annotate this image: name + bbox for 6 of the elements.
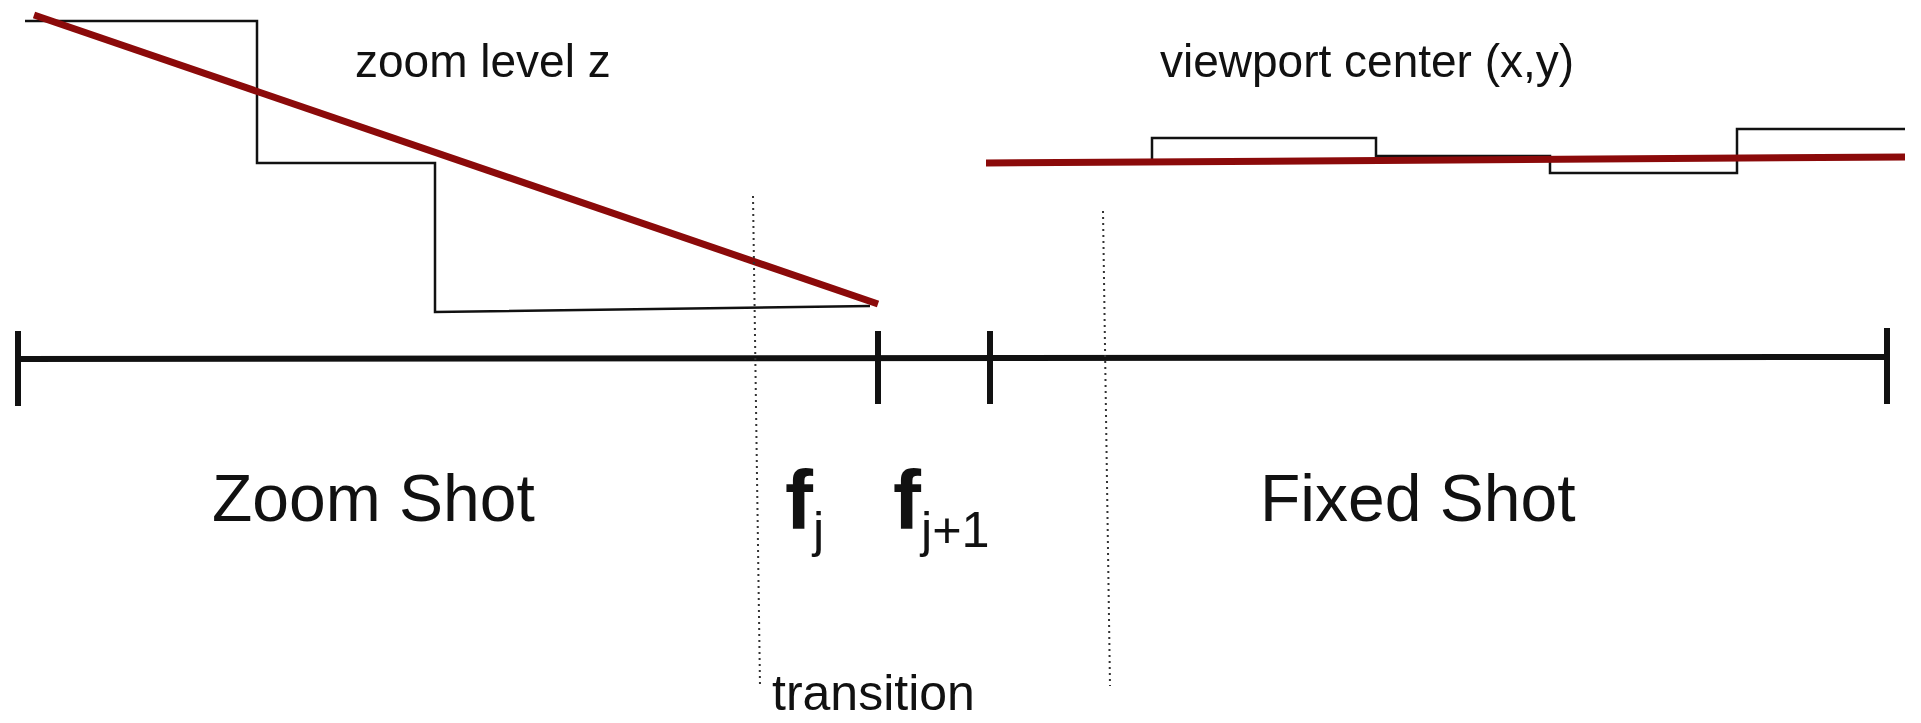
frame-label: f$_{j}$ xyxy=(785,458,825,556)
span-label: transition xyxy=(772,668,975,718)
segment-label: Zoom Shot xyxy=(212,465,535,531)
axis-label: zoom level z xyxy=(355,38,611,84)
segment-label: Fixed Shot xyxy=(1260,465,1576,531)
frame-label: f$_{j+1}$ xyxy=(893,458,990,556)
